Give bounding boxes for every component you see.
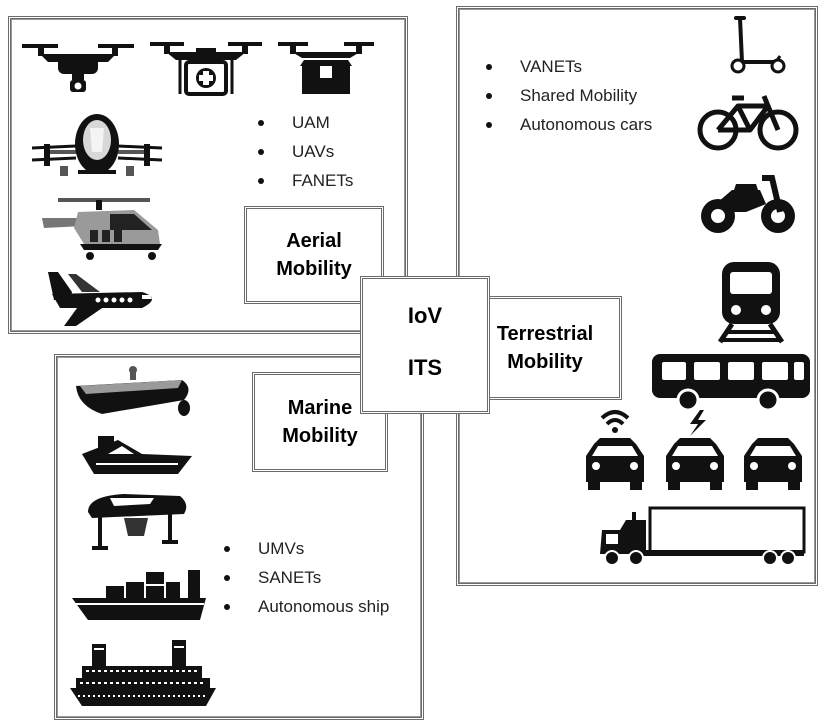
aerial-title-line1: Aerial xyxy=(286,230,342,252)
terrestrial-mobility-list: VANETs Shared Mobility Autonomous cars xyxy=(484,52,652,139)
delivery-drone-icon xyxy=(278,38,374,96)
marine-mobility-label: Marine Mobility xyxy=(252,372,388,472)
terrestrial-mobility-label: Terrestrial Mobility xyxy=(468,296,622,400)
scooter-icon xyxy=(726,14,788,74)
list-item: FANETs xyxy=(256,166,353,195)
car-icon xyxy=(738,404,808,494)
camera-drone-icon xyxy=(20,38,136,94)
truck-icon xyxy=(596,506,808,568)
center-its: ITS xyxy=(407,355,443,380)
motorcycle-icon xyxy=(696,172,800,238)
connected-car-icon xyxy=(580,404,650,494)
aerial-title-line2: Mobility xyxy=(276,258,352,280)
bicycle-icon xyxy=(696,92,800,154)
list-item: VANETs xyxy=(484,52,652,81)
speedboat-icon xyxy=(78,430,196,478)
airplane-icon xyxy=(46,264,162,328)
center-hub: IoV ITS xyxy=(360,276,490,414)
terrestrial-title-line1: Terrestrial xyxy=(496,323,594,345)
bus-icon xyxy=(650,352,814,412)
list-item: UMVs xyxy=(222,534,389,563)
train-icon xyxy=(716,260,786,344)
marine-mobility-list: UMVs SANETs Autonomous ship xyxy=(222,534,389,621)
air-taxi-icon xyxy=(30,108,164,180)
unmanned-boat-icon xyxy=(72,366,196,422)
marine-title-line2: Mobility xyxy=(282,425,358,447)
cargo-ship-icon xyxy=(70,562,210,624)
list-item: UAM xyxy=(256,108,353,137)
list-item: SANETs xyxy=(222,563,389,592)
marine-title-line1: Marine xyxy=(287,397,353,419)
electric-car-icon xyxy=(660,404,730,494)
cruise-ship-icon xyxy=(68,636,218,710)
aerial-mobility-list: UAM UAVs FANETs xyxy=(256,108,353,195)
helicopter-icon xyxy=(40,192,166,264)
list-item: Autonomous ship xyxy=(222,592,389,621)
medical-drone-icon xyxy=(148,38,264,96)
list-item: Autonomous cars xyxy=(484,110,652,139)
list-item: UAVs xyxy=(256,137,353,166)
list-item: Shared Mobility xyxy=(484,81,652,110)
terrestrial-title-line2: Mobility xyxy=(507,351,583,373)
center-iov: IoV xyxy=(407,303,443,328)
hydrofoil-icon xyxy=(84,490,192,552)
